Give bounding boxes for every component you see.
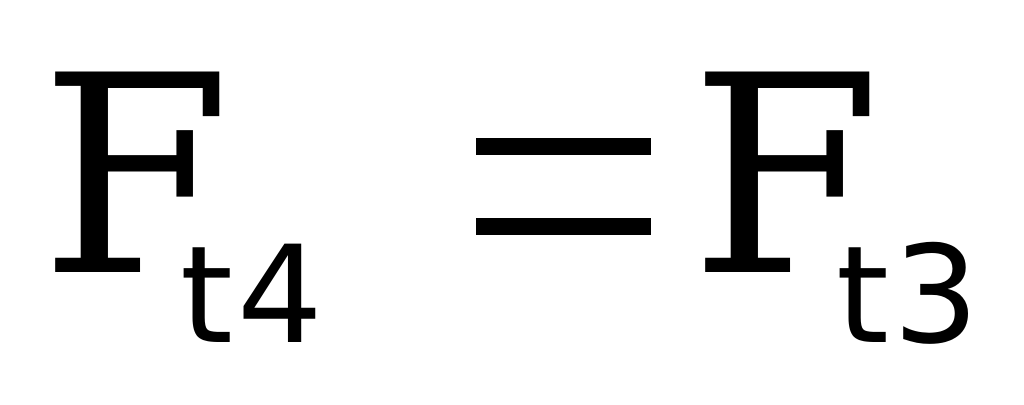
rhs-symbol: F: [690, 17, 881, 337]
equals-bar-bottom: [476, 218, 651, 235]
rhs-subscript: t3: [836, 217, 983, 374]
lhs-symbol: F: [40, 17, 231, 337]
equals-bar-top: [476, 138, 651, 155]
lhs-subscript: t4: [180, 217, 327, 374]
